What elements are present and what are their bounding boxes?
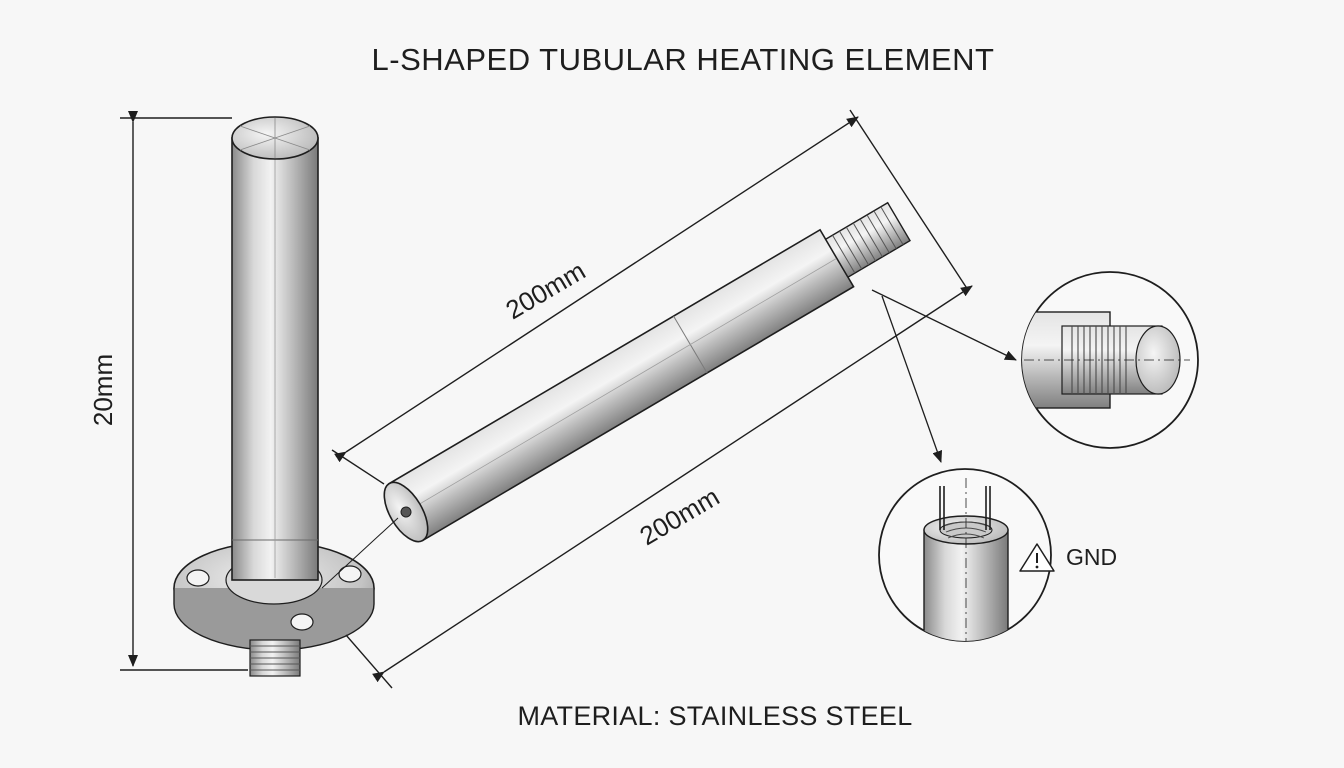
material-note: MATERIAL: STAINLESS STEEL bbox=[517, 701, 912, 731]
vertical-tube-assembly bbox=[173, 116, 375, 677]
terminal-detail-callout bbox=[878, 468, 1052, 642]
flange-hole-icon bbox=[338, 565, 362, 583]
detail-leaders bbox=[871, 289, 1017, 463]
upper-length-label: 200mm bbox=[500, 255, 590, 325]
ground-label: GND bbox=[1066, 544, 1117, 570]
diagonal-tube bbox=[383, 201, 911, 543]
diagram-title: L-SHAPED TUBULAR HEATING ELEMENT bbox=[372, 42, 995, 77]
warning-triangle-icon bbox=[1019, 543, 1055, 572]
upper-length-dimension bbox=[331, 109, 969, 485]
thread-detail-callout bbox=[1021, 271, 1199, 449]
lower-length-label: 200mm bbox=[634, 481, 724, 551]
vertical-dimension bbox=[120, 111, 248, 671]
flange-hole-icon bbox=[186, 569, 210, 587]
lower-length-dimension bbox=[345, 285, 973, 689]
vertical-dimension-label: 20mm bbox=[88, 354, 118, 426]
flange-hole-icon bbox=[290, 613, 314, 631]
